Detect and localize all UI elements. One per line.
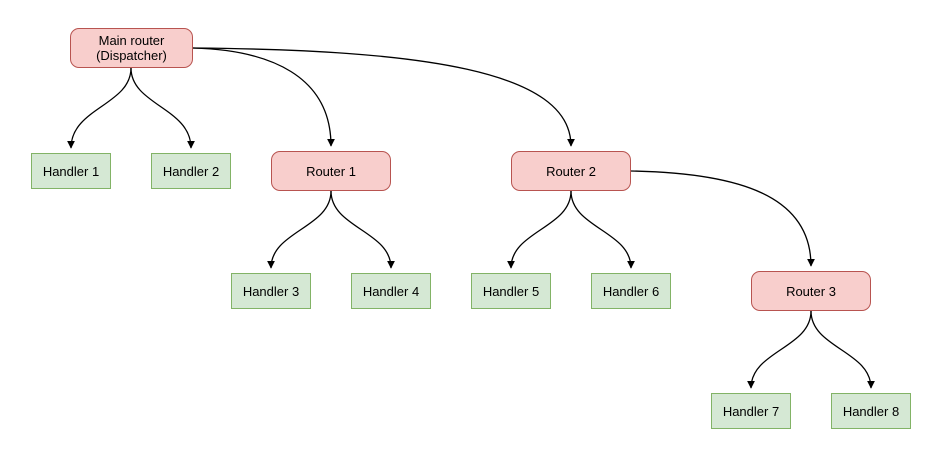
- node-main-router[interactable]: Main router (Dispatcher): [70, 28, 193, 68]
- node-handler-6-label: Handler 6: [602, 283, 660, 299]
- node-handler-8-label: Handler 8: [842, 403, 900, 419]
- node-handler-7-label: Handler 7: [722, 403, 780, 419]
- node-handler-4-label: Handler 4: [362, 283, 420, 299]
- node-main-router-label: Main router (Dispatcher): [96, 33, 167, 63]
- edge-main-router-to-handler-1: [67, 67, 132, 149]
- node-handler-3-label: Handler 3: [242, 283, 300, 299]
- node-router-1[interactable]: Router 1: [271, 151, 391, 191]
- edge-router-1-to-handler-3: [267, 190, 332, 269]
- node-handler-6[interactable]: Handler 6: [591, 273, 671, 309]
- node-handler-7[interactable]: Handler 7: [711, 393, 791, 429]
- edge-router-3-to-handler-7: [747, 310, 812, 389]
- edge-router-2-to-handler-5: [507, 190, 572, 269]
- node-handler-3[interactable]: Handler 3: [231, 273, 311, 309]
- node-handler-4[interactable]: Handler 4: [351, 273, 431, 309]
- edge-main-router-to-router-2: [192, 47, 575, 147]
- edge-main-router-to-handler-2: [130, 67, 195, 149]
- edge-router-3-to-handler-8: [810, 310, 875, 389]
- edge-main-router-to-router-1: [192, 47, 335, 147]
- edge-router-2-to-handler-6: [570, 190, 635, 269]
- node-router-1-label: Router 1: [306, 163, 356, 179]
- node-router-2[interactable]: Router 2: [511, 151, 631, 191]
- edge-router-1-to-handler-4: [330, 190, 395, 269]
- node-handler-8[interactable]: Handler 8: [831, 393, 911, 429]
- edge-router-2-to-router-3: [630, 170, 815, 267]
- node-handler-1-label: Handler 1: [42, 163, 100, 179]
- node-router-2-label: Router 2: [546, 163, 596, 179]
- node-handler-5[interactable]: Handler 5: [471, 273, 551, 309]
- node-handler-2[interactable]: Handler 2: [151, 153, 231, 189]
- node-handler-5-label: Handler 5: [482, 283, 540, 299]
- node-router-3[interactable]: Router 3: [751, 271, 871, 311]
- node-handler-2-label: Handler 2: [162, 163, 220, 179]
- node-handler-1[interactable]: Handler 1: [31, 153, 111, 189]
- node-router-3-label: Router 3: [786, 283, 836, 299]
